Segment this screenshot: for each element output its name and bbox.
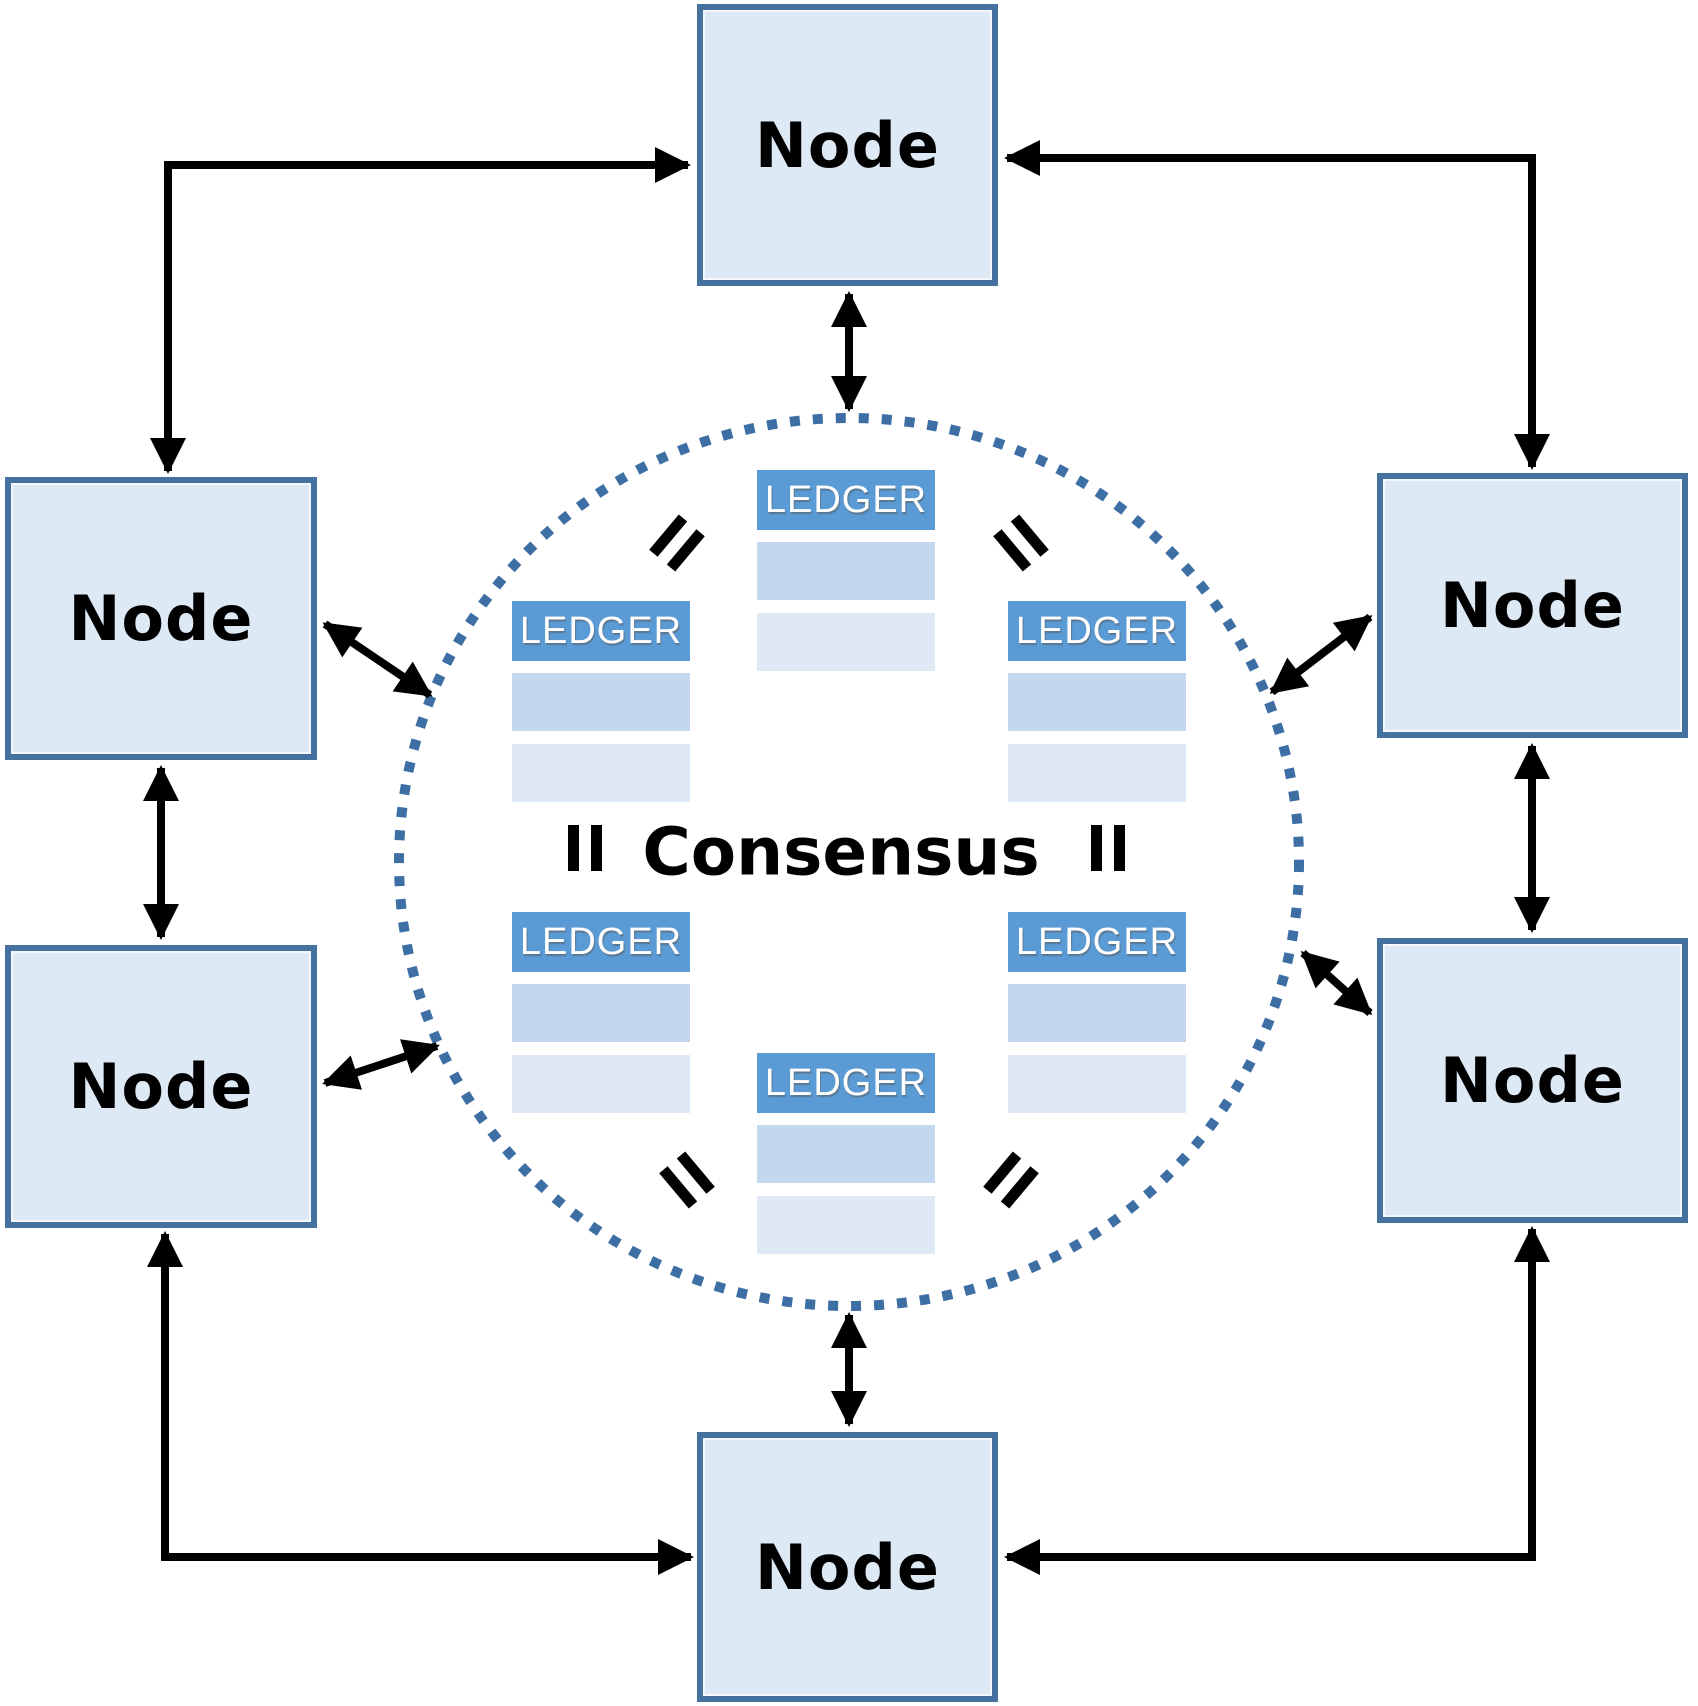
ledger-row [757, 1125, 935, 1183]
arrow-rightupper-circle [1269, 613, 1373, 696]
connector-bottomleft-elbow [147, 1231, 694, 1575]
ledger-left: LEDGER [512, 601, 690, 802]
equals-icon [1091, 825, 1125, 871]
ledger-row [757, 613, 935, 671]
ledger-row [512, 744, 690, 802]
ledger-lower-right: LEDGER [1008, 912, 1186, 1113]
equals-bar [568, 825, 579, 871]
ledger-row [1008, 673, 1186, 731]
ledger-title: LEDGER [512, 912, 690, 972]
ledger-title: LEDGER [757, 470, 935, 530]
ledger-row [757, 542, 935, 600]
ledger-title: LEDGER [1008, 912, 1186, 972]
ledger-row [512, 673, 690, 731]
ledger-row [1008, 1055, 1186, 1113]
ledger-row [512, 984, 690, 1042]
node-right-lower: Node [1377, 938, 1688, 1223]
equals-bar [1091, 825, 1102, 871]
node-bottom: Node [697, 1432, 998, 1702]
ledger-title: LEDGER [757, 1053, 935, 1113]
ledger-row [512, 1055, 690, 1113]
consensus-circle [394, 413, 1304, 1311]
ledger-lower-left: LEDGER [512, 912, 690, 1113]
node-top: Node [697, 4, 998, 286]
equals-bar [591, 825, 602, 871]
arrow-leftupper-circle [322, 620, 433, 699]
connector-topleft-elbow [150, 147, 691, 474]
connector-bottomright-elbow [1004, 1226, 1550, 1575]
node-label: Node [68, 1050, 254, 1123]
node-label: Node [755, 1530, 940, 1604]
node-label: Node [755, 108, 940, 182]
connector-topright-elbow [1004, 140, 1550, 470]
arrow-rightlower-circle [1300, 950, 1373, 1016]
node-label: Node [1440, 569, 1625, 642]
ledger-row [1008, 984, 1186, 1042]
node-label: Node [1440, 1044, 1625, 1117]
ledger-title: LEDGER [1008, 601, 1186, 661]
ledger-right: LEDGER [1008, 601, 1186, 802]
node-right-upper: Node [1377, 473, 1688, 738]
ledger-row [1008, 744, 1186, 802]
ledger-bottom: LEDGER [757, 1053, 935, 1254]
node-left-lower: Node [5, 945, 317, 1228]
ledger-title: LEDGER [512, 601, 690, 661]
equals-bar [1114, 825, 1125, 871]
equals-icon [568, 825, 602, 871]
consensus-label: Consensus [642, 813, 1040, 891]
arrow-leftlower-circle [322, 1039, 440, 1090]
ledger-row [757, 1196, 935, 1254]
node-label: Node [68, 582, 254, 655]
ledger-top: LEDGER [757, 470, 935, 671]
node-left-upper: Node [5, 477, 317, 760]
